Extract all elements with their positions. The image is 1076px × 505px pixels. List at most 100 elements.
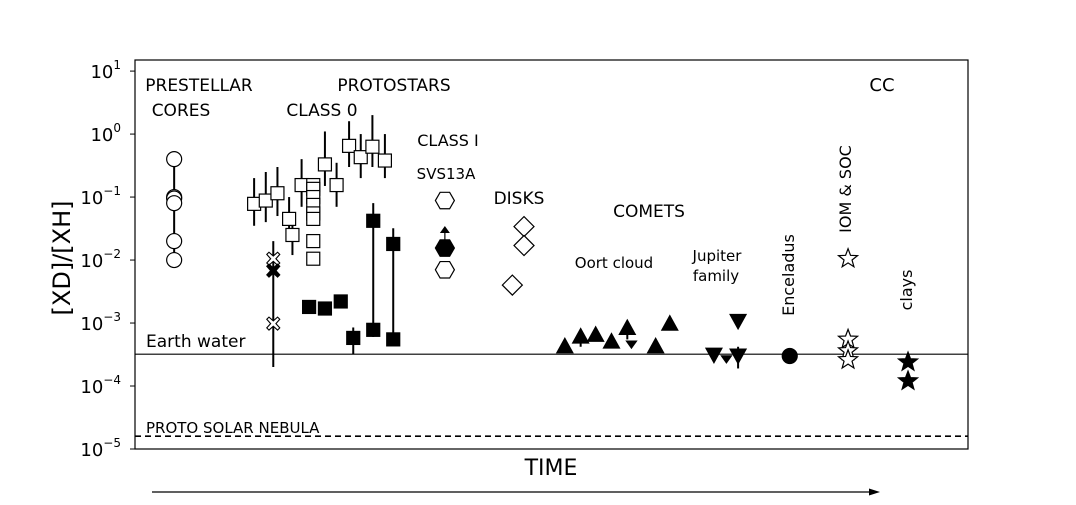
data-point-cross-open (266, 251, 281, 266)
series-class0-cross-filled (266, 263, 281, 278)
y-tick-label: 10−1 (80, 184, 121, 209)
data-point-square-open (365, 139, 380, 154)
data-point-circle-filled (781, 347, 798, 365)
data-point-square-open (306, 251, 321, 266)
y-tick-label-exponent: −3 (103, 310, 121, 324)
series-oort-upper-limit (625, 340, 638, 350)
series-enceladus (781, 347, 798, 365)
y-tick-label-mantissa: 10 (80, 377, 103, 398)
ref-line-label: PROTO SOLAR NEBULA (146, 419, 320, 437)
series-jupiter-upper-limit (720, 355, 733, 364)
y-tick-label-mantissa: 10 (90, 125, 113, 146)
data-point-square-filled (346, 330, 361, 346)
y-tick-label-mantissa: 10 (80, 314, 103, 335)
data-point-triangle-up (555, 337, 574, 354)
data-point-triangle-up (618, 318, 637, 336)
group-label-protostars: PROTOSTARS (337, 76, 450, 96)
group-label-comets: COMETS (613, 202, 685, 222)
data-point-square-open (258, 193, 273, 208)
y-tick-label-mantissa: 10 (80, 188, 103, 209)
data-point-square-open (377, 153, 392, 168)
group-label-disks: DISKS (494, 189, 545, 209)
y-tick-label-mantissa: 10 (90, 62, 113, 83)
data-point-cross-filled (266, 263, 281, 278)
data-point-circle-open (166, 151, 183, 168)
data-point-triangle-up (571, 327, 590, 344)
series-disks (501, 215, 535, 296)
data-point-square-open (306, 211, 321, 227)
data-point-diamond-open (513, 234, 535, 257)
data-point-square-open (270, 186, 285, 201)
y-tick-label-exponent: −2 (103, 247, 121, 261)
series-jupiter-family (704, 313, 748, 369)
data-point-square-filled (333, 294, 348, 309)
y-tick-label-exponent: −5 (103, 436, 121, 450)
lower-limit-arrow (439, 226, 450, 234)
data-point-triangle-up (602, 332, 621, 349)
x-axis-label: TIME (524, 456, 578, 481)
data-point-star-filled (896, 350, 920, 372)
data-point-hexagon-open (434, 260, 456, 279)
data-point-square-filled (366, 213, 381, 228)
data-point-triangle-up (646, 337, 665, 354)
data-point-square-open (317, 157, 333, 172)
y-tick-label-exponent: −4 (103, 373, 121, 387)
data-point-hexagon-open (434, 191, 456, 210)
data-point-star-open (836, 246, 860, 269)
series-prestellar-cores (166, 151, 183, 269)
series-svs13a-filled (434, 226, 456, 257)
y-tick-label-exponent: 1 (113, 58, 121, 72)
y-tick-label-exponent: −1 (103, 184, 121, 198)
data-point-circle-open (166, 232, 183, 250)
plot-frame (134, 59, 969, 450)
data-point-circle-open (166, 195, 183, 212)
data-point-triangle-up (660, 314, 679, 331)
y-tick-label: 10−3 (80, 310, 121, 335)
series-oort-cloud (555, 314, 679, 354)
data-point-square-filled (386, 332, 401, 347)
data-point-square-open (306, 233, 321, 249)
series-svs13a-open (434, 191, 456, 279)
data-point-square-open (294, 177, 309, 193)
series-class0-filled (301, 203, 401, 355)
y-tick-label: 10−5 (80, 436, 121, 461)
data-point-square-filled (301, 299, 317, 315)
group-label-oort: Oort cloud (575, 254, 653, 272)
data-point-triangle-down (729, 313, 748, 331)
y-tick-label-mantissa: 10 (80, 440, 103, 461)
time-arrow-head (869, 488, 880, 496)
data-point-arrow-down (720, 355, 733, 364)
y-axis-label: [XD]/[XH] (48, 201, 76, 316)
data-point-triangle-up (586, 325, 605, 342)
y-tick-label: 100 (90, 121, 121, 146)
data-point-square-filled (366, 322, 381, 337)
y-tick-label: 10−4 (80, 373, 121, 398)
data-point-star-open (836, 348, 860, 370)
data-point-square-open (353, 150, 368, 165)
group-label-class0: CLASS 0 (286, 101, 357, 121)
group-label-svs13a: SVS13A (417, 165, 476, 183)
data-point-square-open (285, 227, 300, 243)
y-tick-label-mantissa: 10 (80, 251, 103, 272)
data-point-cross-open (266, 316, 281, 331)
data-point-star-filled (896, 369, 920, 391)
ref-line-label: Earth water (146, 332, 245, 352)
data-point-square-filled (317, 301, 333, 316)
y-tick-label: 10−2 (80, 247, 121, 272)
series-clays (896, 350, 920, 391)
group-label-clays: clays (897, 270, 916, 311)
data-point-square-filled (386, 236, 401, 252)
data-point-square-open (282, 211, 297, 227)
data-point-square-open (341, 138, 357, 153)
group-label-iom: IOM & SOC (836, 145, 855, 233)
y-tick-label-exponent: 0 (113, 121, 121, 135)
data-point-arrow-down (625, 340, 638, 350)
group-label-jupiter-2: family (693, 267, 739, 285)
series-class0-cross (266, 241, 281, 368)
group-label-prestellar-1: PRESTELLAR (145, 76, 253, 96)
group-label-prestellar-2: CORES (152, 101, 211, 121)
group-label-jupiter-1: Jupiter (692, 247, 743, 265)
